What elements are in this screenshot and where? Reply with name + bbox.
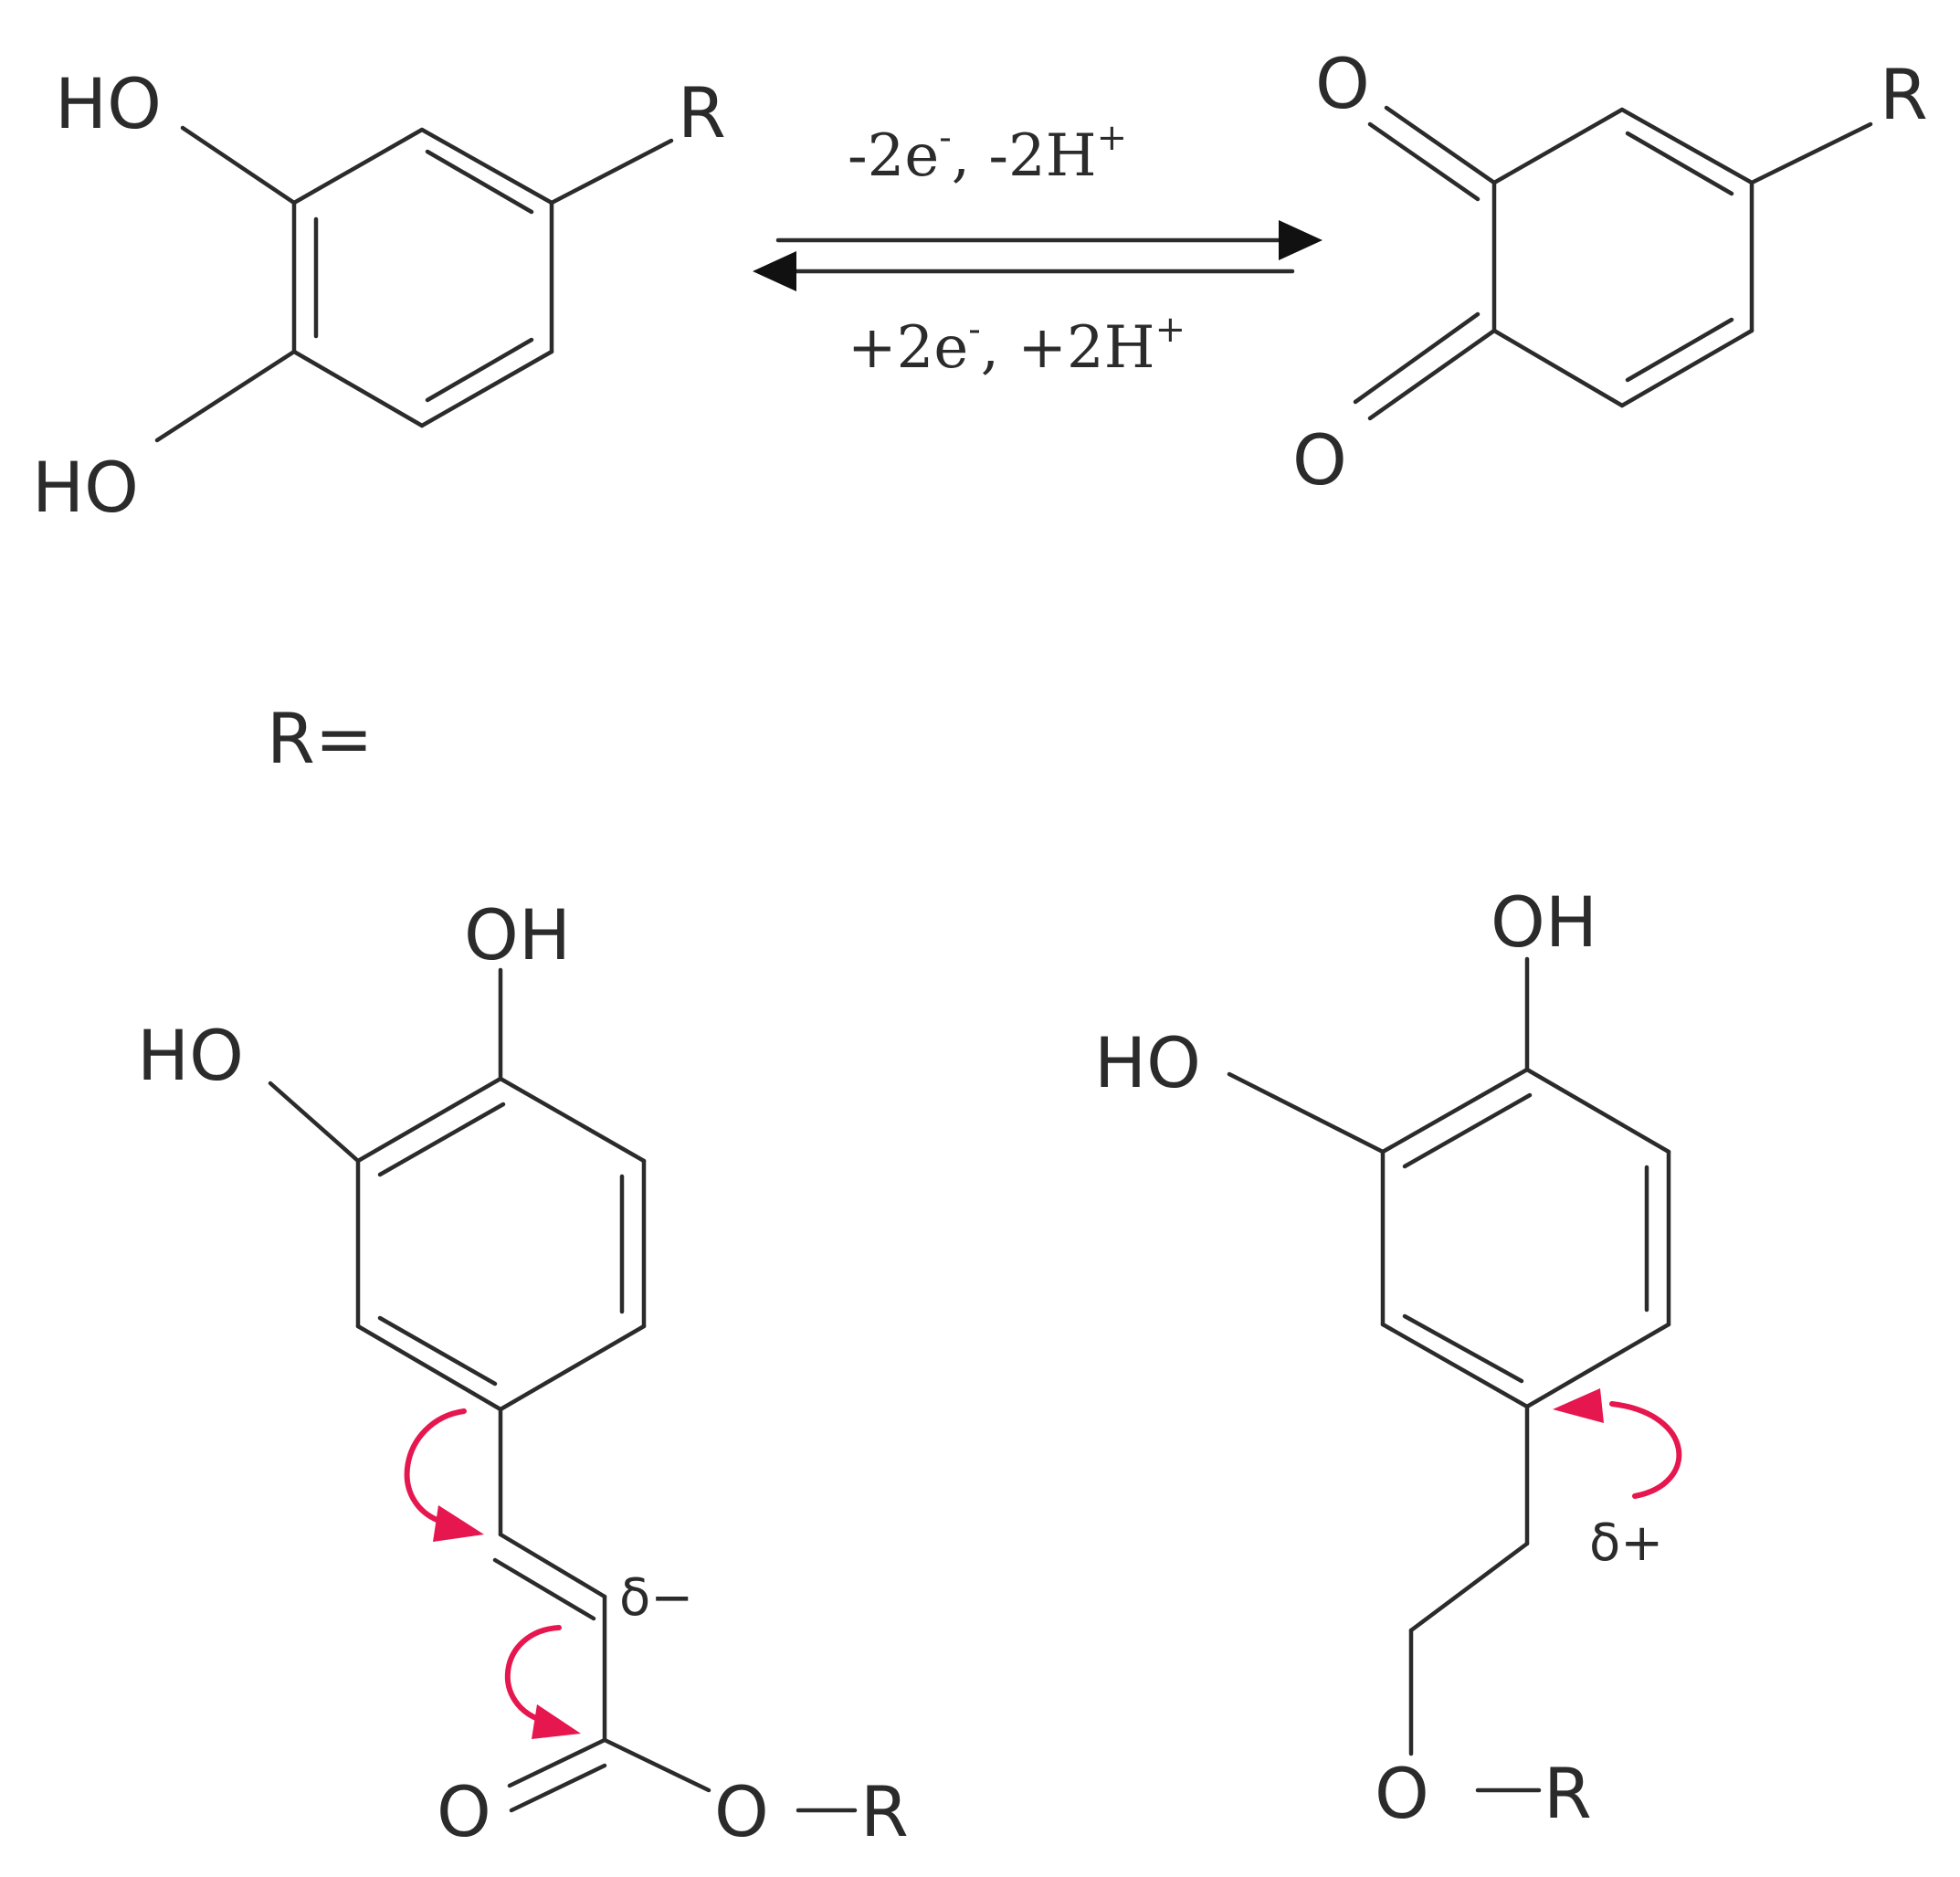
o-label: O [1375,1753,1429,1834]
curly-arrowhead [532,1704,581,1739]
ho-label: HO [137,1015,244,1096]
caffeic-ester-structure: OH HO O O R δ− [137,894,909,1852]
oh-label: OH [1491,881,1597,963]
r-label: R [1544,1753,1592,1834]
r-label: R [678,72,726,153]
hydroxytyrosol-ester-structure: OH HO O R δ+ [1094,881,1671,1834]
o-label: O [714,1771,769,1852]
oh-label: OH [464,894,571,975]
quinone-structure: O O R [1292,43,1928,501]
reverse-conditions: +2e-, +2H+ [848,309,1185,382]
forward-arrowhead [1279,220,1322,260]
electron-push-arrows [404,1388,1682,1739]
curly-arrow-chain-to-ring [1609,1401,1682,1499]
o-label: O [1315,43,1370,124]
catechol-structure: HO HO R [32,63,726,528]
r-label: R [860,1771,909,1852]
forward-conditions: -2e-, -2H+ [848,117,1127,190]
delta-minus-label: δ− [619,1568,693,1628]
delta-plus-label: δ+ [1589,1513,1663,1573]
reverse-arrowhead [753,251,796,291]
curly-arrowhead [1553,1388,1604,1423]
ho-label: HO [1094,1022,1201,1103]
o-label: O [437,1771,491,1852]
r-definition-label: R= [267,698,374,779]
r-label: R [1880,54,1928,135]
curly-arrowhead [433,1505,484,1542]
equilibrium-arrows: -2e-, -2H+ +2e-, +2H+ [753,117,1322,382]
ho-label: HO [55,63,162,144]
curly-arrow-ring-to-alkene [404,1408,467,1526]
curly-arrow-alkene-to-carbonyl [504,1625,562,1724]
ho-label: HO [32,447,139,528]
o-label: O [1292,419,1347,501]
